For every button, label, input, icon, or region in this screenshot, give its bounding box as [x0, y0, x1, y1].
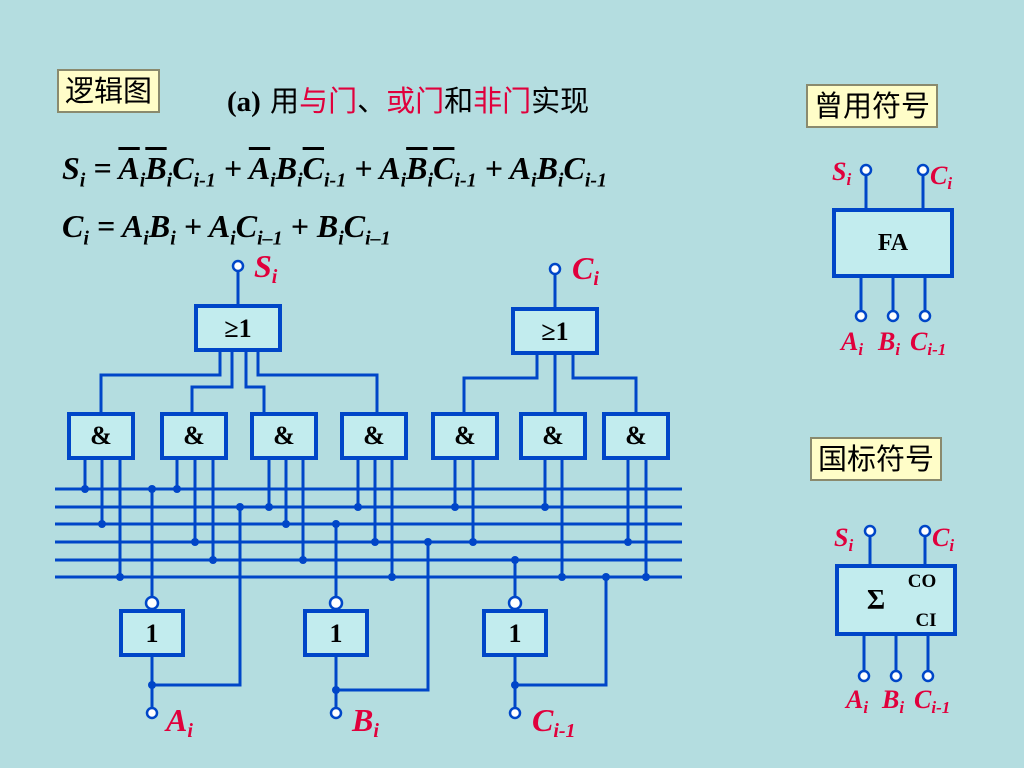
svg-text:&: &	[625, 421, 647, 450]
svg-text:Ci-1: Ci-1	[532, 702, 576, 742]
and-gate-5	[431, 412, 499, 460]
svg-text:Ci: Ci	[572, 250, 599, 290]
svg-text:Si: Si	[832, 157, 851, 189]
svg-text:Σ: Σ	[867, 585, 885, 616]
input-terminal-c[interactable]	[508, 706, 522, 720]
carry-equation: Ci = AiBi + AiCi–1 + BiCi–1	[62, 208, 391, 250]
not-gates: 1 1 1	[119, 485, 548, 657]
input-terminal-a[interactable]	[145, 706, 159, 720]
and-gate-7	[602, 412, 670, 460]
svg-text:Bi: Bi	[877, 327, 900, 359]
and-input-wires	[81, 458, 650, 581]
svg-text:1: 1	[330, 619, 343, 648]
bus-lines	[55, 487, 682, 579]
svg-text:Si: Si	[834, 523, 853, 555]
svg-text:CO: CO	[908, 571, 937, 592]
svg-text:1: 1	[509, 619, 522, 648]
svg-text:Bi: Bi	[351, 702, 379, 742]
svg-text:≥1: ≥1	[541, 317, 568, 346]
svg-text:&: &	[542, 421, 564, 450]
svg-text:Si: Si	[254, 248, 278, 288]
circuit-pin-labels: Si Ci Ai Bi Ci-1	[164, 248, 599, 742]
diagram-label: 逻辑图	[57, 69, 161, 113]
and-gates: & & & & & & &	[67, 412, 670, 460]
or-gate-carry: ≥1	[462, 262, 638, 414]
svg-text:&: &	[363, 421, 385, 450]
svg-text:Ci: Ci	[930, 161, 952, 193]
and-gate-3	[250, 412, 318, 460]
standard-fa-symbol: Σ CO CI Si Ci Ai Bi Ci-1	[834, 523, 957, 717]
legacy-symbol-label: 曾用符号	[806, 84, 939, 128]
svg-text:&: &	[454, 421, 476, 450]
and-gate-4	[340, 412, 408, 460]
or-gate-sum: ≥1	[99, 259, 379, 414]
input-terminal-b[interactable]	[329, 706, 343, 720]
svg-text:&: &	[90, 421, 112, 450]
and-gate-6	[519, 412, 587, 460]
and-gate-2	[160, 412, 228, 460]
svg-text:&: &	[273, 421, 295, 450]
svg-text:Bi: Bi	[881, 685, 904, 717]
svg-text:Ai: Ai	[844, 685, 868, 717]
svg-text:CI: CI	[915, 610, 936, 631]
svg-text:FA: FA	[878, 230, 909, 256]
sum-equation: Si = AiBiCi-1 + AiBiCi-1 + AiBiCi-1 + Ai…	[62, 150, 608, 192]
standard-symbol-label: 国标符号	[810, 437, 943, 481]
svg-text:Ai: Ai	[839, 327, 863, 359]
svg-text:≥1: ≥1	[224, 314, 251, 343]
svg-text:Ci-1: Ci-1	[910, 327, 946, 359]
output-terminal-c[interactable]	[548, 262, 562, 276]
svg-text:Ci-1: Ci-1	[914, 685, 950, 717]
svg-text:Ci: Ci	[932, 523, 954, 555]
svg-text:&: &	[183, 421, 205, 450]
svg-text:Ai: Ai	[164, 702, 193, 742]
input-wires	[145, 503, 610, 720]
legacy-fa-symbol: FA Si Ci Ai Bi Ci-1	[832, 157, 954, 359]
output-terminal-s[interactable]	[231, 259, 245, 273]
slide-title: (a) 用与门、或门和非门实现	[227, 84, 590, 118]
svg-text:1: 1	[146, 619, 159, 648]
